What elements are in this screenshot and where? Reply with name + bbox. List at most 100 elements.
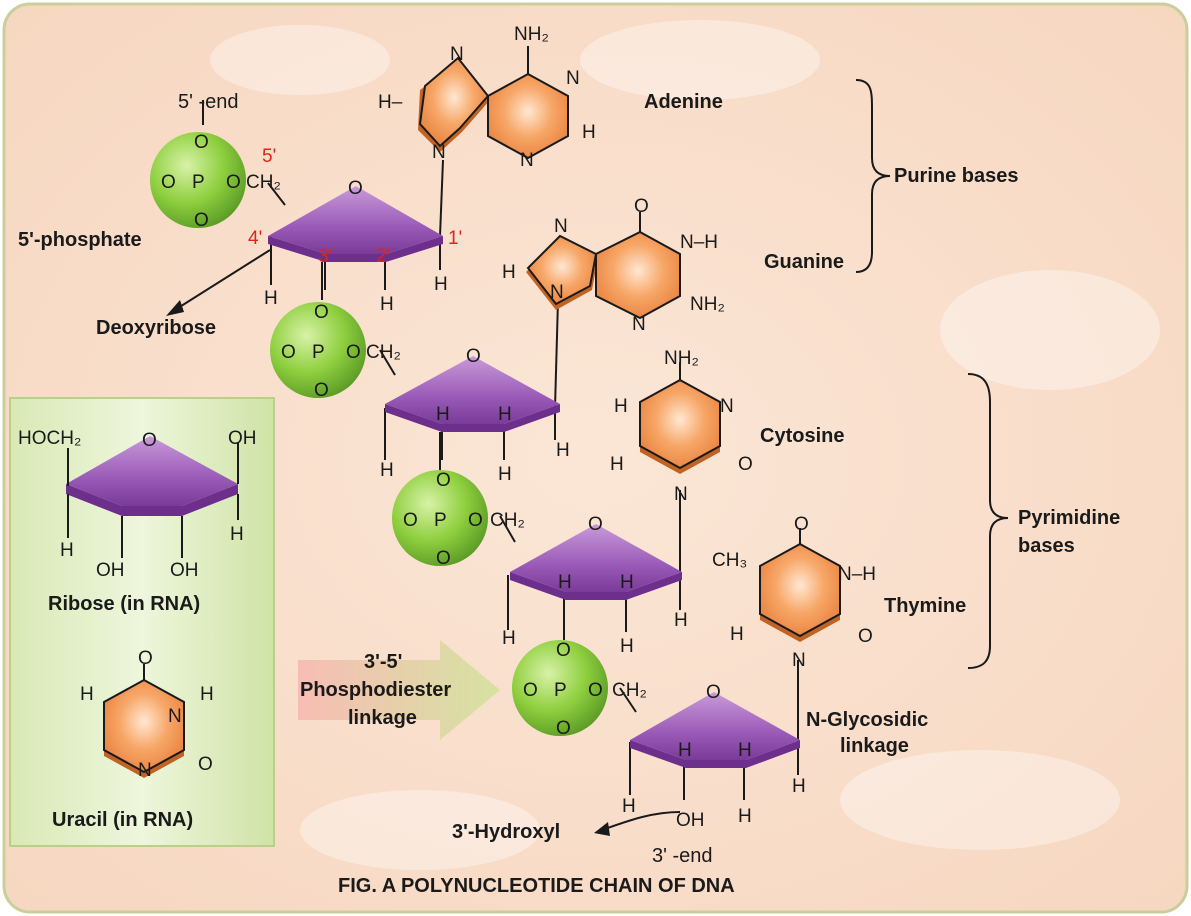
sugar-4-oh: OH	[676, 810, 705, 831]
sugar-3-ring-o: O	[588, 514, 603, 535]
carbon-4-label: 4'	[248, 228, 262, 249]
phosphodiester-label-line3: linkage	[348, 707, 417, 729]
uracil-o4: O	[138, 648, 153, 669]
thymine-n3-h: N–H	[838, 564, 876, 585]
sugar-3-h-c2: H	[620, 572, 634, 593]
phosphate-2-o-left: O	[281, 342, 296, 363]
phosphate-3-o-top: O	[436, 470, 451, 491]
pyrimidine-brace	[967, 373, 1009, 669]
ribose-oh-c2: OH	[170, 560, 199, 581]
phosphodiester-arrow	[298, 640, 500, 740]
phosphate-group-3	[392, 470, 488, 566]
phosphate-1-o-left: O	[161, 172, 176, 193]
deoxyribose-sugar-1	[268, 186, 443, 262]
phosphate-3-o-left: O	[403, 510, 418, 531]
glycosidic-label-line2: linkage	[840, 735, 909, 757]
hydroxyl-label: 3'-Hydroxyl	[452, 821, 560, 843]
uracil-o2: O	[198, 754, 213, 775]
five-prime-end-label: 5' -end	[178, 91, 239, 113]
three-prime-end-label: 3' -end	[652, 845, 713, 867]
sugar-2-h-c3: H	[436, 404, 450, 425]
phosphate-2-o-top: O	[314, 302, 329, 323]
guanine-n3: N	[632, 314, 646, 335]
carbon-3-label: 3'	[318, 246, 332, 267]
deoxyribose-sugar-4	[630, 692, 800, 768]
deoxyribose-sugar-3	[510, 524, 682, 600]
thymine-o4: O	[794, 514, 809, 535]
phosphate-1-o-right: O	[226, 172, 241, 193]
cytosine-base	[639, 362, 721, 474]
adenine-n3: N	[520, 150, 534, 171]
sugar-2-h-c4: H	[380, 460, 394, 481]
phosphate-4-o-left: O	[523, 680, 538, 701]
purine-brace	[855, 79, 891, 273]
phosphate-2-o-right: O	[346, 342, 361, 363]
ribose-label: Ribose (in RNA)	[48, 593, 200, 615]
uracil-n1: N	[138, 760, 152, 781]
adenine-nh2: NH₂	[514, 24, 549, 45]
sugar-4-h-c2: H	[738, 740, 752, 761]
phosphate-4-o-top: O	[556, 640, 571, 661]
phosphate-3-p: P	[434, 510, 447, 531]
guanine-n1-h: N–H	[680, 232, 718, 253]
adenine-label: Adenine	[644, 91, 723, 113]
cytosine-h6: H	[610, 454, 624, 475]
adenine-n9: N	[432, 142, 446, 163]
sugar-4-h-c4: H	[622, 796, 636, 817]
phosphate-2-o-bottom: O	[314, 380, 329, 401]
thymine-n1: N	[792, 650, 806, 671]
ribose-hoch2: HOCH₂	[18, 428, 81, 449]
sugar-3-h-c1: H	[674, 610, 688, 631]
sugar-1-ch2: CH₂	[246, 172, 281, 193]
adenine-n1: N	[566, 68, 580, 89]
adenine-n7: N	[450, 44, 464, 65]
phosphate-group-4	[512, 640, 608, 736]
sugar-1-h-c4: H	[264, 288, 278, 309]
uracil-h5: H	[80, 684, 94, 705]
carbon-2-label: 2'	[376, 246, 390, 267]
sugar-2-h-c1: H	[556, 440, 570, 461]
phosphate-2-p: P	[312, 342, 325, 363]
uracil-base	[103, 664, 185, 778]
guanine-label: Guanine	[764, 251, 844, 273]
sugar-4-h-c3: H	[678, 740, 692, 761]
sugar-2-ring-o: O	[466, 346, 481, 367]
ribose-ring-o: O	[142, 430, 157, 451]
pyrimidine-label-line2: bases	[1018, 535, 1075, 557]
adenine-base	[418, 46, 569, 160]
phosphodiester-label-line2: Phosphodiester	[300, 679, 451, 701]
sugar-1-h-c2: H	[380, 294, 394, 315]
phosphate-3-o-bottom: O	[436, 548, 451, 569]
deoxyribose-label: Deoxyribose	[96, 317, 216, 339]
sugar-4-h-c2b: H	[738, 806, 752, 827]
cytosine-n1: N	[674, 484, 688, 505]
thymine-h6: H	[730, 624, 744, 645]
ribose-h-c4: H	[60, 540, 74, 561]
uracil-label: Uracil (in RNA)	[52, 809, 193, 831]
phosphate-4-o-right: O	[588, 680, 603, 701]
cytosine-nh2: NH₂	[664, 348, 699, 369]
sugar-3-h-c4: H	[502, 628, 516, 649]
thymine-label: Thymine	[884, 595, 966, 617]
phosphate-group-1	[150, 132, 246, 228]
sugar-1-ring-o: O	[348, 178, 363, 199]
sugar-1-h-c1: H	[434, 274, 448, 295]
glycosidic-label-line1: N-Glycosidic	[806, 709, 928, 731]
sugar-3-ch2: CH₂	[490, 510, 525, 531]
cytosine-n3: N	[720, 396, 734, 417]
sugar-3-h-c2b: H	[620, 636, 634, 657]
hydroxyl-pointer	[601, 811, 681, 831]
deoxyribose-pointer	[177, 249, 271, 309]
phosphate-3-o-right: O	[468, 510, 483, 531]
deoxyribose-sugar-2	[385, 356, 560, 432]
figure-caption: FIG. A POLYNUCLEOTIDE CHAIN OF DNA	[338, 875, 735, 897]
thymine-o2: O	[858, 626, 873, 647]
sugar-3-h-c3: H	[558, 572, 572, 593]
background-texture	[210, 20, 1160, 870]
guanine-nh2: NH₂	[690, 294, 725, 315]
purine-bases-label: Purine bases	[894, 165, 1019, 187]
carbon-1-label: 1'	[448, 228, 462, 249]
cytosine-o2: O	[738, 454, 753, 475]
